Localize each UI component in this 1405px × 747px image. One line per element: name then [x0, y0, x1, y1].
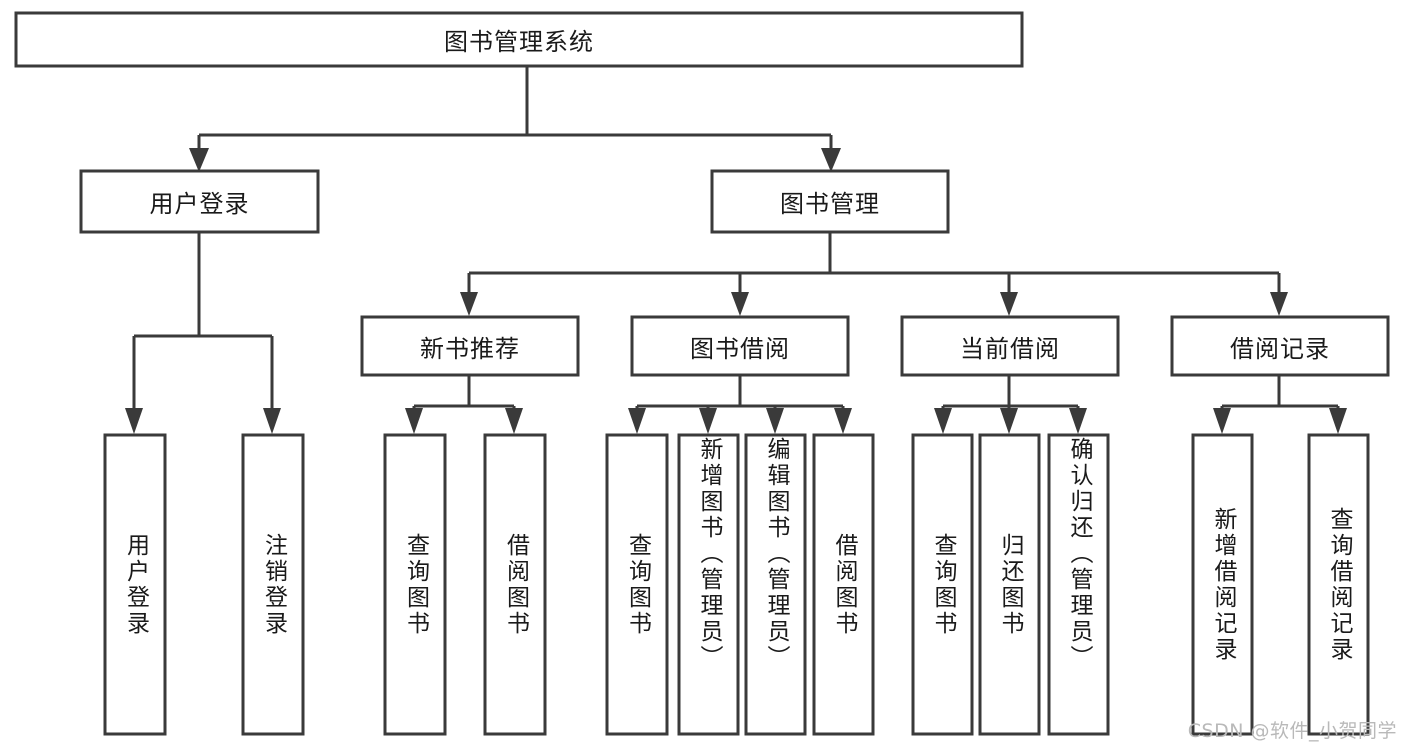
arrowhead-leaf-query-book-3 — [934, 408, 952, 434]
node-leaf-query-book-2[interactable] — [605, 433, 669, 736]
node-leaf-borrow-book-1[interactable] — [483, 433, 547, 736]
arrowhead-to-book-management — [821, 148, 841, 172]
node-current-borrow[interactable] — [900, 315, 1120, 377]
arrowhead-to-new-book-recommend — [460, 292, 478, 316]
node-leaf-edit-book[interactable] — [744, 433, 807, 736]
node-book-borrow[interactable] — [630, 315, 850, 377]
node-user-login[interactable] — [79, 169, 320, 234]
node-book-management[interactable] — [710, 169, 950, 234]
node-leaf-logout-login[interactable] — [241, 433, 305, 736]
arrowhead-leaf-query-book-2 — [628, 408, 646, 434]
arrowhead-leaf-borrow-book-2 — [834, 408, 852, 434]
arrowhead-leaf-user-login — [125, 408, 143, 434]
arrowhead-leaf-return-book — [1000, 408, 1018, 434]
node-leaf-confirm-return[interactable] — [1047, 433, 1110, 736]
arrowhead-leaf-logout-login — [263, 408, 281, 434]
arrowhead-to-current-borrow — [1000, 292, 1018, 316]
node-leaf-return-book[interactable] — [978, 433, 1041, 736]
arrowhead-leaf-confirm-return — [1069, 408, 1087, 434]
arrowhead-leaf-add-borrow-record — [1213, 408, 1231, 434]
arrowhead-leaf-query-book-1 — [405, 408, 423, 434]
arrowhead-to-book-borrow — [731, 292, 749, 316]
arrowhead-leaf-edit-book — [766, 408, 784, 434]
csdn-watermark: CSDN @软件_小贺同学 — [1187, 720, 1397, 742]
node-leaf-add-borrow-record[interactable] — [1191, 433, 1254, 736]
node-leaf-user-login[interactable] — [103, 433, 167, 736]
node-borrow-record[interactable] — [1170, 315, 1390, 377]
node-leaf-borrow-book-2[interactable] — [812, 433, 875, 736]
node-leaf-add-book[interactable] — [677, 433, 740, 736]
arrowhead-to-borrow-record — [1270, 292, 1288, 316]
arrowhead-to-user-login — [189, 148, 209, 172]
arrowhead-leaf-add-book — [699, 408, 717, 434]
node-leaf-query-book-1[interactable] — [383, 433, 447, 736]
node-leaf-query-borrow-record[interactable] — [1307, 433, 1370, 736]
node-new-book-recommend[interactable] — [360, 315, 580, 377]
node-root-book-management-system[interactable] — [14, 11, 1024, 68]
arrowhead-leaf-query-borrow-record — [1329, 408, 1347, 434]
arrowhead-leaf-borrow-book-1 — [505, 408, 523, 434]
node-leaf-query-book-3[interactable] — [911, 433, 974, 736]
